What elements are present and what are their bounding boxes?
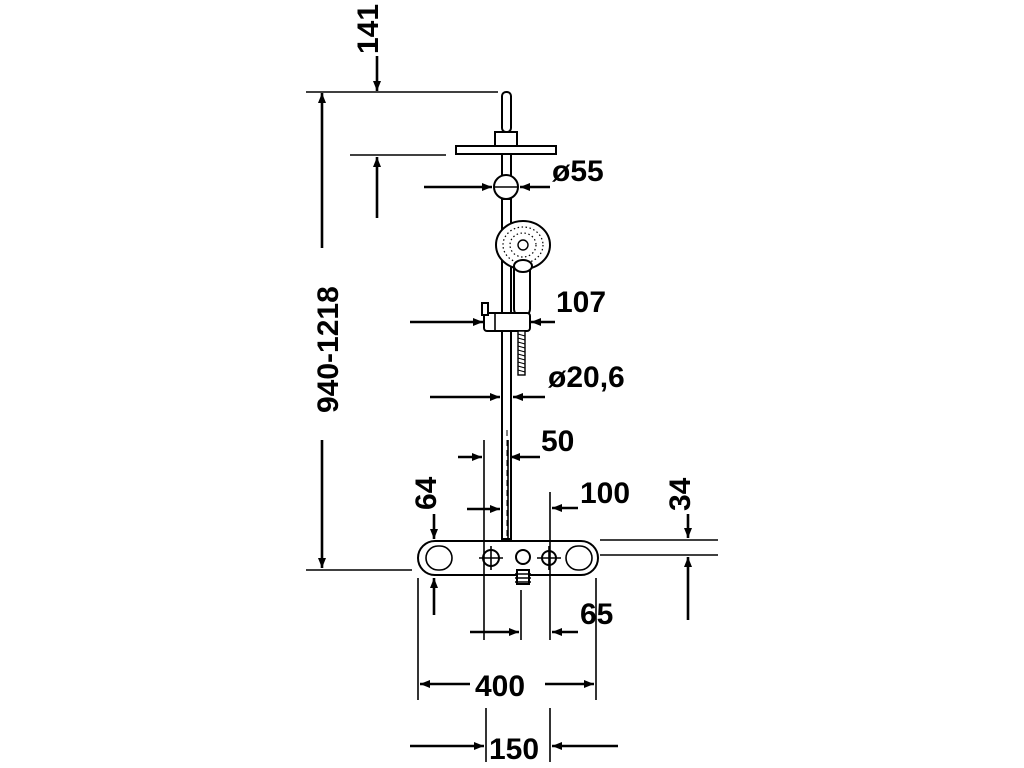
label-20-6: ø20,6 xyxy=(548,361,625,394)
dimension-labels: 141 ø55 107 940-1218 ø20,6 50 64 100 34 … xyxy=(312,4,697,766)
diverter-knob xyxy=(515,549,531,565)
hand-shower-neck xyxy=(513,259,533,273)
label-400: 400 xyxy=(475,670,525,703)
label-141: 141 xyxy=(352,4,385,54)
slide-holder xyxy=(481,302,531,332)
label-55: ø55 xyxy=(552,155,604,188)
slide-holder-body xyxy=(483,312,531,332)
label-34: 34 xyxy=(664,477,697,511)
label-940-1218: 940-1218 xyxy=(312,286,345,413)
hose-spiral xyxy=(517,333,526,373)
label-150: 150 xyxy=(489,733,539,766)
label-107: 107 xyxy=(556,286,606,319)
bottom-outlet-thread xyxy=(515,573,531,583)
spray-nozzles-inner xyxy=(509,232,537,258)
riser-rail xyxy=(501,198,512,540)
shower-hose xyxy=(517,330,526,376)
top-riser-pipe xyxy=(501,91,512,133)
label-64: 64 xyxy=(410,476,443,510)
temperature-knob-cross xyxy=(537,546,561,570)
thermostat-body xyxy=(417,540,599,585)
label-65: 65 xyxy=(580,598,613,631)
thermostat-housing xyxy=(417,540,599,576)
spray-nozzles xyxy=(502,226,544,264)
flow-knob-left-cross xyxy=(479,546,503,570)
thermostat-left-cap xyxy=(425,545,453,571)
dimension-lines xyxy=(306,56,718,762)
overhead-shower-mount xyxy=(494,131,518,147)
upper-pipe xyxy=(501,153,512,177)
overhead-shower-plate xyxy=(455,145,557,155)
label-50: 50 xyxy=(541,425,574,458)
spray-center xyxy=(517,239,529,251)
slide-holder-knob xyxy=(481,302,489,316)
thermostat-right-cap xyxy=(565,545,593,571)
label-100: 100 xyxy=(580,477,630,510)
hand-shower xyxy=(495,220,551,317)
shower-column xyxy=(417,91,599,585)
